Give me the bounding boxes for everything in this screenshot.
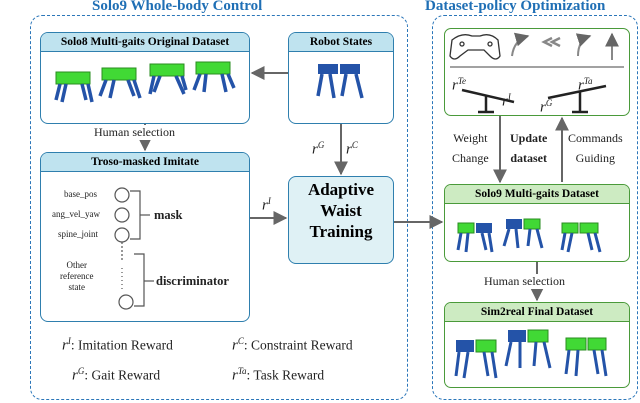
reward-gait-symbol: rG	[312, 140, 325, 158]
commands-guiding-label: Commands Guiding	[568, 128, 623, 168]
balance-icons	[461, 84, 607, 114]
direction-arrows-icons	[511, 32, 619, 60]
masked-imitate-title: Troso-masked Imitate	[41, 153, 249, 172]
panel-symbol-ri: rI	[502, 92, 511, 110]
solo9-dataset-title: Solo9 Multi-gaits Dataset	[445, 185, 629, 204]
legend-gait: rG: Gait Reward	[72, 366, 161, 384]
robot-states-box: Robot States	[288, 32, 394, 124]
mask-group	[114, 187, 154, 310]
human-selection-left: Human selection	[92, 125, 177, 140]
discriminator-label: discriminator	[156, 274, 229, 288]
panel-symbol-rg: rG	[540, 98, 553, 116]
solo9-robots	[456, 218, 602, 253]
panel-symbol-rta: rTa	[578, 76, 593, 94]
awt-line-3: Training	[309, 222, 373, 241]
sim2real-robots	[454, 329, 608, 379]
awt-line-1: Adaptive	[307, 180, 375, 199]
other-ref-line-3: state	[68, 282, 85, 292]
robot-states-robot	[316, 64, 364, 99]
solo8-dataset-title: Solo8 Multi-gaits Original Dataset	[41, 33, 249, 52]
gamepad-icon	[449, 34, 501, 60]
masked-imitate-box: Troso-masked Imitate	[40, 152, 250, 322]
robot-states-title: Robot States	[289, 33, 393, 52]
weight-change-label: Weight Change	[452, 128, 489, 168]
other-reference-state: Other reference state	[60, 260, 93, 293]
commands-guiding-line-2: Guiding	[575, 151, 615, 165]
reward-imitation-symbol: rI	[262, 196, 271, 214]
sim2real-dataset-title: Sim2real Final Dataset	[445, 303, 629, 322]
panel-symbol-rte: rTe	[452, 76, 467, 94]
update-dataset-line-1: Update	[510, 131, 548, 145]
other-ref-line-1: Other	[66, 260, 87, 270]
solo8-robots	[54, 61, 236, 103]
left-section-title: Solo9 Whole-body Control	[92, 0, 263, 14]
commands-guiding-line-1: Commands	[568, 131, 623, 145]
adaptive-waist-training-box: Adaptive Waist Training	[288, 176, 394, 264]
mask-label: mask	[154, 208, 183, 222]
mask-item-ang-vel-yaw: ang_vel_yaw	[52, 209, 100, 219]
awt-line-2: Waist	[320, 201, 362, 220]
whole-body-control-container	[30, 15, 408, 400]
weight-change-line-2: Change	[452, 151, 489, 165]
update-dataset-line-2: dataset	[510, 151, 547, 165]
update-dataset-label: Update dataset	[510, 128, 547, 168]
dataset-policy-container	[432, 15, 638, 400]
mask-item-base-pos: base_pos	[64, 189, 97, 199]
legend-imitation: rI: Imitation Reward	[62, 336, 173, 354]
legend-constraint: rC: Constraint Reward	[232, 336, 353, 354]
legend-task: rTa: Task Reward	[232, 366, 325, 384]
reward-constraint-symbol: rC	[346, 140, 358, 158]
commands-panel	[444, 28, 630, 116]
right-section-title: Dataset-policy Optimization	[425, 0, 606, 14]
human-selection-right: Human selection	[482, 274, 567, 289]
other-ref-line-2: reference	[60, 271, 94, 281]
weight-change-line-1: Weight	[453, 131, 488, 145]
mask-item-spine-joint: spine_joint	[58, 229, 98, 239]
